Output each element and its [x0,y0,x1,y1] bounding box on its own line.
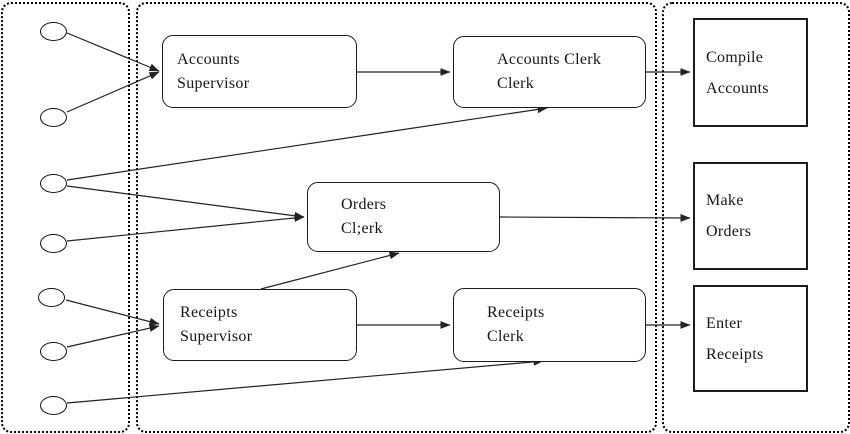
task-box-enter-receipts: Enter Receipts [693,285,808,392]
lane-actors [1,2,130,433]
role-box-receipts-supervisor: Receipts Supervisor [163,289,357,361]
task-label-line: Orders [706,223,752,240]
task-label-line: Accounts [706,79,769,97]
role-label-line: Receipts [487,304,545,321]
actor-ellipse-7 [40,396,67,415]
role-box-orders-clerk: Orders Cl;erk [307,182,500,252]
role-box-accounts-supervisor: Accounts Supervisor [162,35,357,108]
task-box-make-orders: Make Orders [693,162,808,270]
role-label-line: Accounts Clerk [497,51,602,68]
role-label-line: Cl;erk [341,220,383,237]
role-label-line: Supervisor [180,328,253,345]
role-label-line: Orders [341,196,387,213]
role-label-line: Receipts [180,304,238,321]
role-label-line: Supervisor [177,74,250,92]
role-box-receipts-clerk: Receipts Clerk [453,288,646,362]
task-label-line: Make [706,192,744,209]
task-label-line: Enter [706,314,743,332]
task-label-line: Compile [706,48,764,66]
actor-ellipse-2 [40,108,67,127]
actor-ellipse-1 [40,22,67,41]
actor-ellipse-3 [40,174,67,193]
actor-ellipse-6 [40,342,67,361]
role-box-accounts-clerk: Accounts Clerk Clerk [453,36,646,108]
actor-ellipse-4 [40,234,67,253]
task-box-compile-accounts: Compile Accounts [693,18,808,127]
actor-ellipse-5 [38,288,65,307]
task-label-line: Receipts [706,345,764,363]
role-label-line: Accounts [177,50,240,68]
role-label-line: Clerk [497,75,535,92]
role-label-line: Clerk [487,328,525,345]
